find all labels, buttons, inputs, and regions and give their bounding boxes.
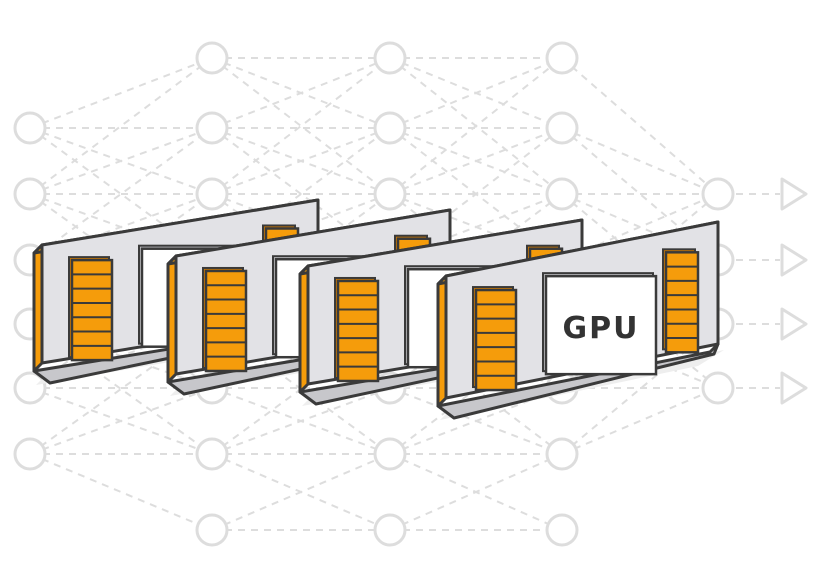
output-arrow-icon [780,371,808,405]
network-node [195,41,229,75]
network-edge [29,193,213,325]
network-node [545,513,579,547]
network-node [13,371,47,405]
network-node [373,513,407,547]
network-edge [561,193,719,325]
network-edge [29,323,213,455]
network-node [545,177,579,211]
network-node [13,177,47,211]
network-node [373,41,407,75]
network-edge [389,387,563,455]
network-edge [29,453,213,531]
network-edge [29,57,213,195]
network-node [195,177,229,211]
network-node [195,111,229,145]
card-edge-bottom [436,342,720,420]
network-node [545,111,579,145]
network-node [373,177,407,211]
network-edge [561,57,719,195]
network-edge [211,127,391,261]
network-node [373,437,407,471]
network-edge [211,57,391,195]
output-arrow-icon [780,307,808,341]
network-node [545,41,579,75]
network-edge [211,387,391,455]
network-edge [389,127,563,195]
heat-sink-left [334,276,380,383]
network-edge [29,387,213,455]
network-edge [29,127,213,195]
heat-sink-left [472,286,518,392]
network-node [701,371,735,405]
network-edge [29,57,213,129]
network-node [545,437,579,471]
network-edge [211,57,391,129]
gpu-card-4: GPU [436,220,724,420]
network-edge [561,387,719,455]
network-edge [211,453,391,531]
network-edge [389,57,563,129]
network-node [195,513,229,547]
gpu-cards: GPU [32,198,724,420]
network-node [13,111,47,145]
network-outputs [780,177,808,405]
network-edge [389,57,563,195]
network-node [373,111,407,145]
network-edge [389,453,563,531]
network-node [13,437,47,471]
network-node [701,177,735,211]
network-edge [389,127,563,261]
network-edge [561,127,719,195]
gpu-label: GPU [563,311,640,346]
heat-sink-right [662,248,700,354]
output-arrow-icon [780,243,808,277]
network-node [195,437,229,471]
heat-sink-left [68,256,114,362]
output-arrow-icon [780,177,808,211]
network-edge [29,127,213,261]
network-edge [211,127,391,195]
network-edge [211,57,391,195]
gpu-chip: GPU [542,272,658,376]
heat-sink-left [202,266,248,373]
